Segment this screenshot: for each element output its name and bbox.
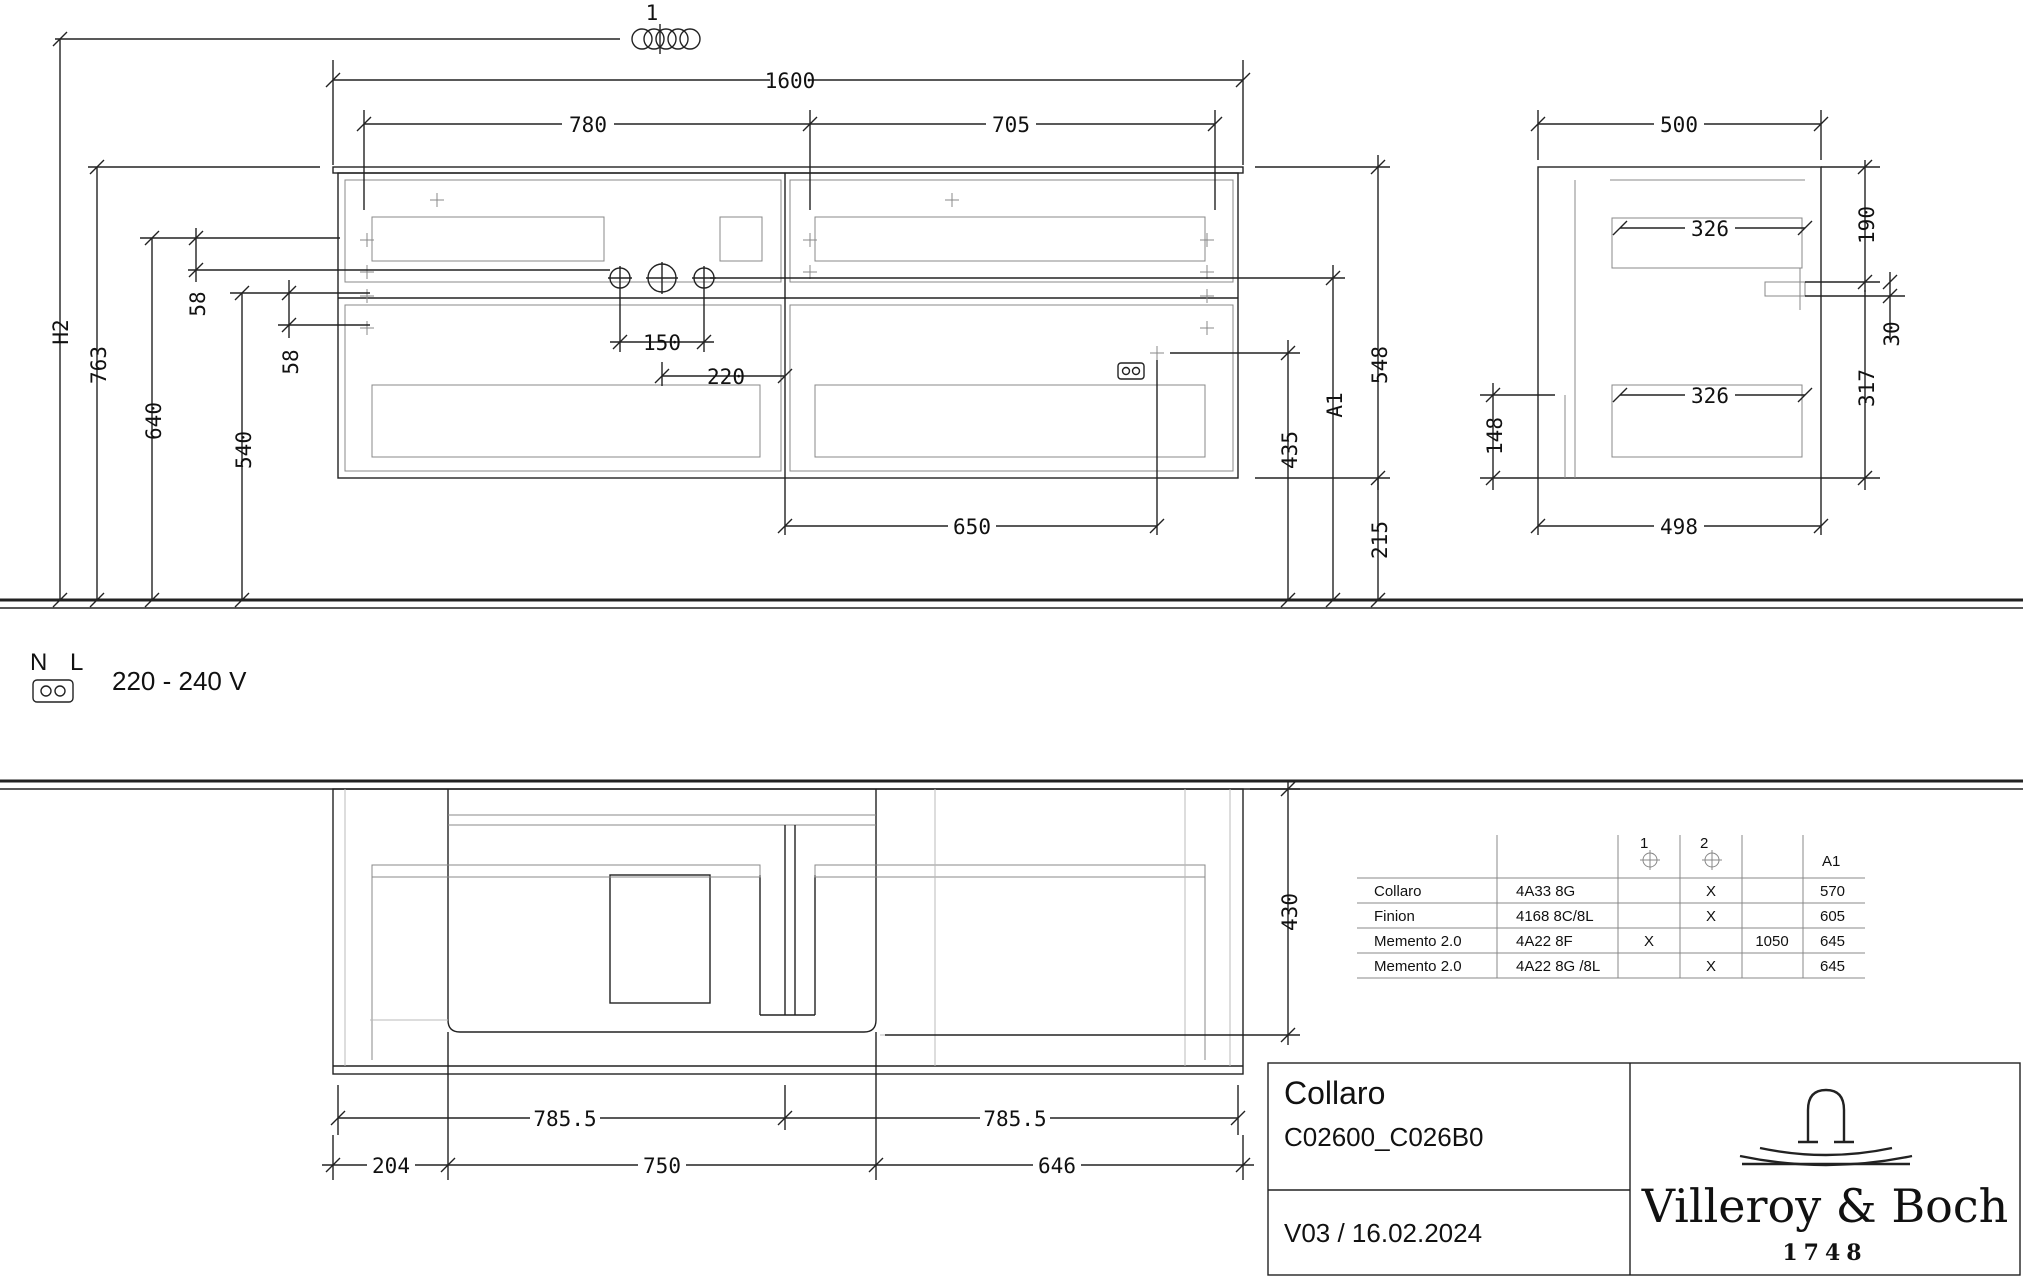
- dim-785-5-right: 785.5: [983, 1107, 1046, 1131]
- dim-58-lower: 58: [279, 349, 303, 374]
- svg-text:X: X: [1644, 933, 1654, 950]
- dim-540: 540: [232, 431, 256, 469]
- dim-763: 763: [87, 346, 111, 384]
- socket-icon: [1117, 362, 1145, 380]
- svg-text:4A22 8F: 4A22 8F: [1516, 933, 1573, 950]
- brand-year: 1748: [1782, 1240, 1867, 1266]
- power-l-label: L: [70, 649, 83, 676]
- dim-548: 548: [1368, 346, 1392, 384]
- dim-326-upper: 326: [1691, 217, 1729, 241]
- dim-326-lower: 326: [1691, 384, 1729, 408]
- crosshair-1-icon: [1640, 850, 1660, 870]
- dim-30: 30: [1880, 321, 1904, 346]
- compat-table: 1 2 A1 Collaro 4A33 8G X 570 Finion 4168…: [1357, 835, 1865, 979]
- wall-line-lower: [0, 779, 2023, 790]
- crosshair-2-icon: [1702, 850, 1722, 870]
- svg-text:4A22 8G /8L: 4A22 8G /8L: [1516, 958, 1600, 975]
- table-row: Finion 4168 8C/8L X 605: [1374, 908, 1845, 925]
- dim-215: 215: [1368, 521, 1392, 559]
- dim-317: 317: [1855, 369, 1879, 407]
- marker-1-icon: [631, 24, 701, 54]
- version-date: V03 / 16.02.2024: [1284, 1218, 1482, 1248]
- dim-780: 780: [569, 113, 607, 137]
- dim-435: 435: [1278, 431, 1302, 469]
- svg-text:X: X: [1706, 883, 1716, 900]
- dim-h2: H2: [49, 319, 73, 344]
- dim-1600: 1600: [765, 69, 816, 93]
- top-marker-label: 1: [646, 1, 659, 25]
- brand-name: Villeroy & Boch: [1641, 1179, 2009, 1233]
- table-header-2: 2: [1700, 835, 1708, 852]
- svg-text:645: 645: [1820, 933, 1845, 950]
- svg-text:Memento 2.0: Memento 2.0: [1374, 933, 1462, 950]
- article-number: C02600_C026B0: [1284, 1122, 1484, 1152]
- dim-190: 190: [1855, 206, 1879, 244]
- table-header-a1: A1: [1822, 853, 1840, 870]
- dim-150: 150: [643, 331, 681, 355]
- dim-646: 646: [1038, 1154, 1076, 1178]
- svg-text:4168 8C/8L: 4168 8C/8L: [1516, 908, 1594, 925]
- svg-text:X: X: [1706, 908, 1716, 925]
- dim-498: 498: [1660, 515, 1698, 539]
- dim-640: 640: [142, 402, 166, 440]
- dim-650: 650: [953, 515, 991, 539]
- dim-204: 204: [372, 1154, 410, 1178]
- table-row: Memento 2.0 4A22 8F X 1050 645: [1374, 933, 1845, 950]
- svg-text:570: 570: [1820, 883, 1845, 900]
- title-block: Collaro C02600_C026B0 V03 / 16.02.2024 V…: [1267, 1062, 2021, 1276]
- dim-500: 500: [1660, 113, 1698, 137]
- dim-785-5-left: 785.5: [533, 1107, 596, 1131]
- power-socket-icon: [32, 679, 74, 703]
- dim-705: 705: [992, 113, 1030, 137]
- table-row: Memento 2.0 4A22 8G /8L X 645: [1374, 958, 1845, 975]
- svg-text:645: 645: [1820, 958, 1845, 975]
- svg-text:X: X: [1706, 958, 1716, 975]
- dim-148: 148: [1483, 417, 1507, 455]
- product-name: Collaro: [1284, 1075, 1385, 1111]
- plan-view: [332, 788, 1244, 1075]
- villeroy-boch-logo-icon: [1739, 1088, 1913, 1167]
- tap-holes-icon: [608, 262, 716, 294]
- front-view: [332, 166, 1244, 479]
- power-voltage: 220 - 240 V: [112, 666, 247, 696]
- svg-text:605: 605: [1820, 908, 1845, 925]
- svg-text:1050: 1050: [1755, 933, 1788, 950]
- dim-430: 430: [1278, 893, 1302, 931]
- table-row: Collaro 4A33 8G X 570: [1374, 883, 1845, 900]
- dim-220: 220: [707, 365, 745, 389]
- side-view: [1537, 166, 1822, 479]
- svg-text:Memento 2.0: Memento 2.0: [1374, 958, 1462, 975]
- svg-text:Finion: Finion: [1374, 908, 1415, 925]
- dim-750: 750: [643, 1154, 681, 1178]
- table-header-1: 1: [1640, 835, 1648, 852]
- power-n-label: N: [30, 649, 47, 676]
- dim-58-upper: 58: [186, 291, 210, 316]
- svg-text:Collaro: Collaro: [1374, 883, 1422, 900]
- dim-a1: A1: [1323, 392, 1347, 417]
- floor-line-upper: [0, 598, 2023, 609]
- svg-text:4A33 8G: 4A33 8G: [1516, 883, 1575, 900]
